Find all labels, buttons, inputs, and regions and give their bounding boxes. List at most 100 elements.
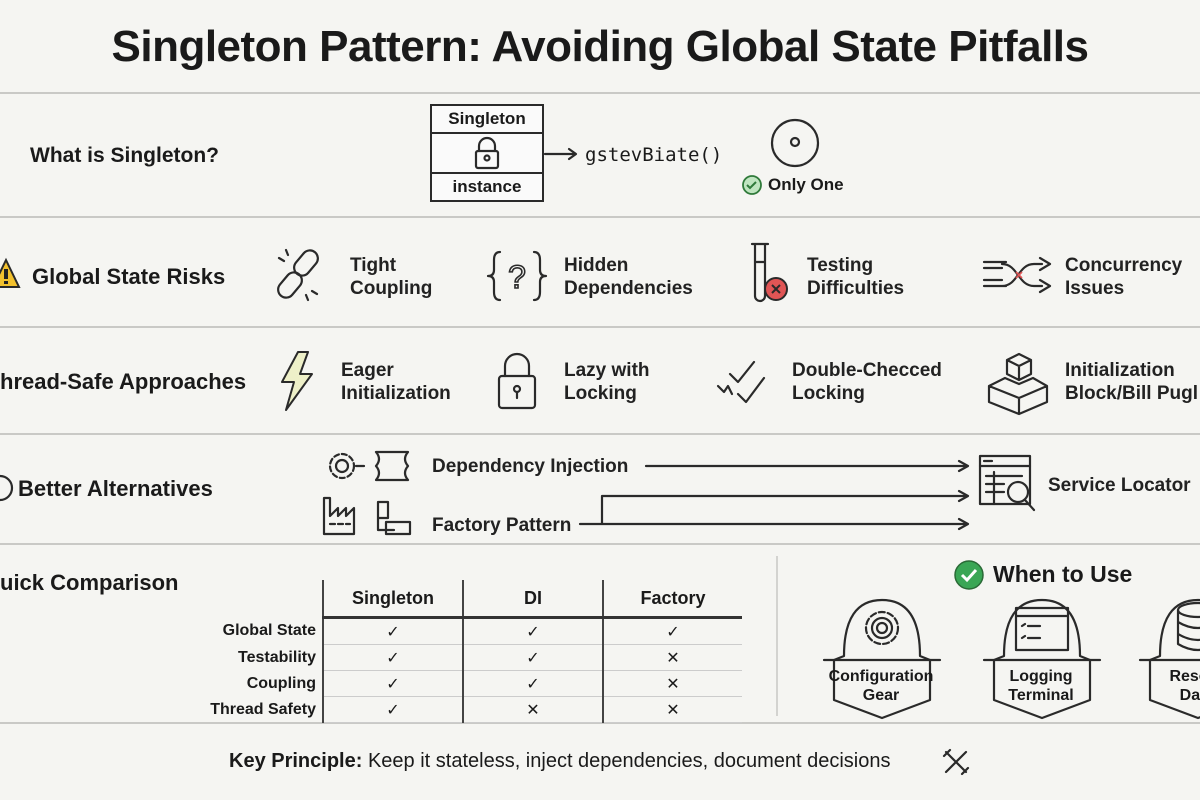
badge-line2: Terminal	[1008, 687, 1074, 704]
key-principle-text: Keep it stateless, inject dependencies, …	[362, 750, 891, 772]
section-heading-what-is: What is Singleton?	[30, 144, 219, 167]
table-row: Global State✓✓✓	[200, 617, 742, 645]
risk-line2: Difficulties	[807, 278, 905, 299]
instance-field: instance	[452, 177, 522, 196]
approach-line1: Lazy with	[564, 360, 650, 381]
badge-label: ResourData	[1138, 667, 1200, 705]
section-icon	[0, 474, 14, 502]
badge-line1: Configuration	[828, 668, 934, 685]
alternative-service-locator: Service Locator	[1048, 475, 1191, 496]
test-tube-x-icon	[750, 242, 788, 303]
approach-line1: Double-Checced	[792, 360, 942, 381]
padlock-icon	[497, 352, 537, 410]
badge-line1: Resour	[1169, 668, 1200, 685]
column-header: Factory	[603, 580, 742, 619]
risk-line2: Issues	[1065, 278, 1125, 299]
divider	[0, 543, 1200, 545]
divider	[0, 326, 1200, 328]
factory-icon	[322, 496, 412, 536]
lock-section	[432, 134, 542, 174]
service-locator-icon	[978, 454, 1036, 512]
section-heading-comparison: uick Comparison	[0, 570, 179, 595]
badge-line2: Gear	[862, 687, 900, 704]
cell: ✓	[463, 617, 604, 645]
alternative-dependency-injection: Dependency Injection	[432, 456, 629, 477]
section-heading-when-to-use: When to Use	[993, 561, 1133, 587]
approach-line2: Locking	[564, 383, 637, 404]
badge-configuration	[822, 598, 942, 720]
database-icon	[1176, 601, 1200, 652]
section-heading-thread-safe: hread-Safe Approaches	[0, 369, 247, 394]
braces-question-icon: ?	[486, 250, 548, 302]
key-principle-label: Key Principle:	[229, 750, 363, 772]
badge-resource	[1138, 598, 1200, 720]
cell: ✓	[323, 696, 464, 723]
divider	[0, 722, 1200, 724]
row-label: Thread Safety	[200, 696, 324, 723]
row-label: Coupling	[200, 670, 324, 697]
page-title: Singleton Pattern: Avoiding Global State…	[111, 22, 1090, 71]
warning-icon	[0, 257, 21, 288]
risk-line2: Dependencies	[564, 278, 693, 299]
comparison-table: Singleton DI Factory Global State✓✓✓ Tes…	[200, 580, 742, 723]
cell: ✓	[323, 670, 464, 697]
table-row: Thread Safety✓✕✕	[200, 696, 742, 723]
only-one-label: Only One	[768, 175, 844, 194]
approach-line2: Block/Bill Pugl	[1065, 383, 1199, 404]
arrow-factory-to-locator	[578, 489, 970, 531]
key-principle: Key Principle: Keep it stateless, inject…	[229, 750, 891, 773]
alternative-factory-pattern: Factory Pattern	[432, 515, 572, 536]
cell: ✓	[323, 617, 464, 645]
risk-line1: Testing	[807, 255, 874, 276]
gear-icon	[864, 610, 900, 646]
double-check-icon	[716, 360, 766, 404]
cell: ✓	[323, 644, 464, 671]
stacked-cubes-icon	[987, 352, 1049, 416]
cell: ✕	[603, 696, 742, 723]
section-heading-risks: Global State Risks	[32, 264, 226, 289]
cell: ✓	[463, 644, 604, 671]
approach-line2: Locking	[792, 383, 865, 404]
approach-line1: Eager	[341, 360, 394, 381]
class-name: Singleton	[432, 106, 542, 134]
singleton-class-box: Singleton instance	[430, 104, 544, 202]
badge-logging	[982, 598, 1102, 720]
alternative-arrows	[578, 459, 970, 531]
terminal-icon	[1014, 606, 1070, 652]
lock-icon	[474, 136, 500, 170]
tools-icon	[942, 748, 970, 776]
method-call: gstevBiate()	[585, 144, 723, 166]
lightning-icon	[281, 351, 313, 411]
column-header: Singleton	[323, 580, 464, 619]
divider	[0, 433, 1200, 435]
gear-injection-icon	[328, 450, 410, 482]
broken-chain-icon	[277, 248, 319, 302]
cell: ✕	[463, 696, 604, 723]
section-heading-alternatives: Better Alternatives	[18, 476, 213, 501]
risk-line2: Coupling	[350, 278, 433, 299]
single-instance-circle-icon	[770, 118, 820, 168]
arrow-di-to-locator	[644, 459, 970, 473]
divider	[776, 556, 778, 716]
crossing-arrows-icon	[982, 256, 1052, 294]
row-label: Testability	[200, 644, 324, 671]
badge-line1: Logging	[1009, 668, 1073, 685]
table-row: Coupling✓✓✕	[200, 670, 742, 697]
approach-line2: Initialization	[341, 383, 451, 404]
table-row: Testability✓✓✕	[200, 644, 742, 671]
risk-line1: Hidden	[564, 255, 629, 276]
cell: ✓	[603, 617, 742, 645]
divider	[0, 92, 1200, 94]
table-header-row: Singleton DI Factory	[200, 580, 742, 619]
row-label: Global State	[200, 617, 324, 645]
check-circle-icon	[954, 560, 984, 590]
badge-line2: Data	[1179, 687, 1200, 704]
